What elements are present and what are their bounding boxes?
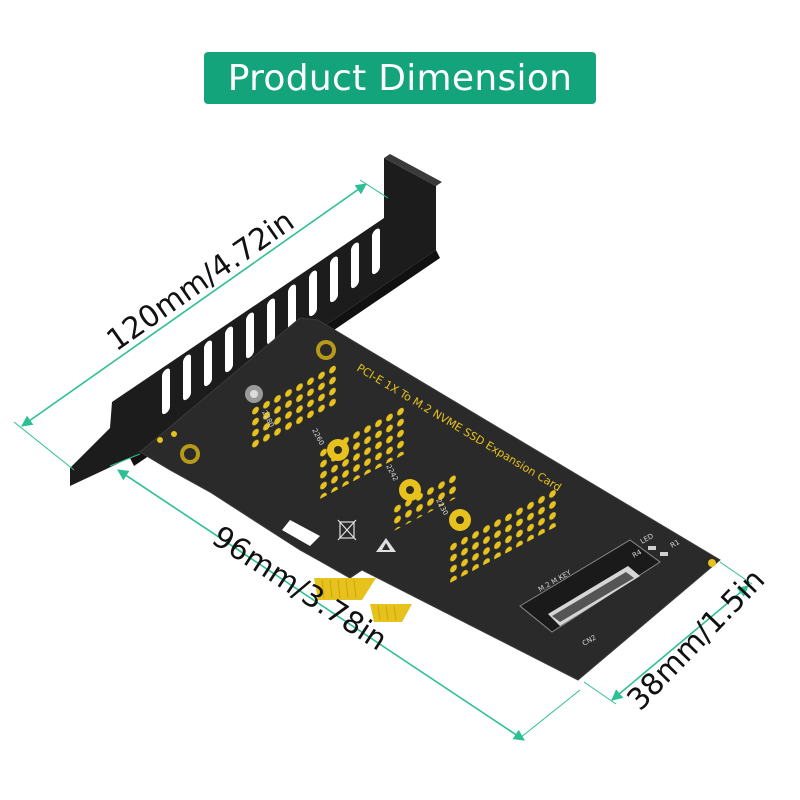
r4-label: R4 (631, 548, 644, 560)
dimension-pcb-length (109, 453, 581, 741)
dimension-height (583, 561, 753, 705)
title-banner: Product Dimension (204, 52, 596, 104)
r1-label: R1 (669, 538, 681, 550)
dimension-length (13, 179, 389, 471)
m2-connector: M.2 M KEY CN2 (519, 539, 661, 648)
banner-title: Product Dimension (227, 57, 573, 99)
